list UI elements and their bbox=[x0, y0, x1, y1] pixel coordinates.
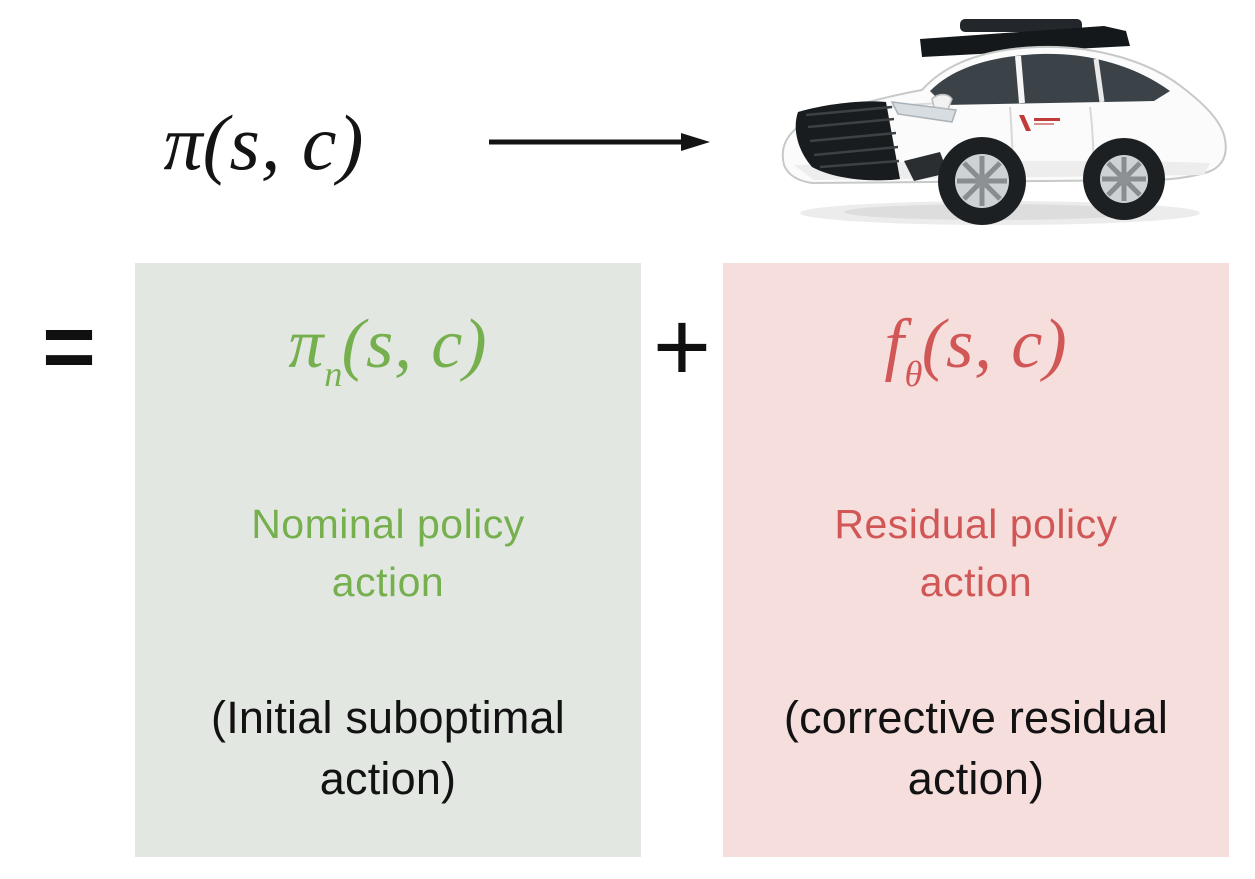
plus-sign: + bbox=[652, 291, 712, 403]
label-line: Residual policy bbox=[834, 501, 1118, 547]
term-base: f bbox=[884, 306, 904, 383]
term-base: π bbox=[163, 99, 203, 186]
note-line: (corrective residual bbox=[783, 692, 1169, 743]
term-args: (s, c) bbox=[202, 99, 365, 186]
term-base: π bbox=[288, 306, 324, 383]
term-subscript: θ bbox=[904, 354, 923, 395]
note-line: action) bbox=[907, 752, 1045, 804]
residual-policy-note: (corrective residual action) bbox=[697, 688, 1255, 810]
nominal-policy-box: πn(s, c) Nominal policy action (Initial … bbox=[135, 263, 641, 857]
front-wheel bbox=[938, 137, 1026, 225]
label-line: Nominal policy bbox=[251, 501, 525, 547]
lidar-roof-pod bbox=[920, 19, 1130, 57]
right-arrow-icon bbox=[489, 133, 710, 151]
door-logo bbox=[1019, 115, 1060, 131]
term-subscript: n bbox=[324, 354, 343, 395]
nominal-policy-term: πn(s, c) bbox=[135, 299, 641, 393]
term-args: (s, c) bbox=[921, 306, 1068, 383]
nominal-policy-label: Nominal policy action bbox=[135, 495, 641, 611]
note-line: action) bbox=[319, 752, 457, 804]
label-line: action bbox=[331, 559, 445, 606]
note-line: (Initial suboptimal bbox=[211, 692, 565, 743]
autonomous-car-image bbox=[781, 19, 1227, 225]
residual-policy-term: fθ(s, c) bbox=[723, 299, 1229, 393]
term-args: (s, c) bbox=[341, 306, 488, 383]
grille bbox=[795, 101, 900, 181]
residual-policy-label: Residual policy action bbox=[723, 495, 1229, 611]
rear-wheel bbox=[1083, 138, 1165, 220]
label-line: action bbox=[919, 559, 1033, 606]
residual-policy-box: fθ(s, c) Residual policy action (correct… bbox=[723, 263, 1229, 857]
equals-sign: = bbox=[42, 296, 96, 398]
combined-policy-term: π(s, c) bbox=[138, 100, 390, 186]
nominal-policy-note: (Initial suboptimal action) bbox=[109, 688, 667, 810]
